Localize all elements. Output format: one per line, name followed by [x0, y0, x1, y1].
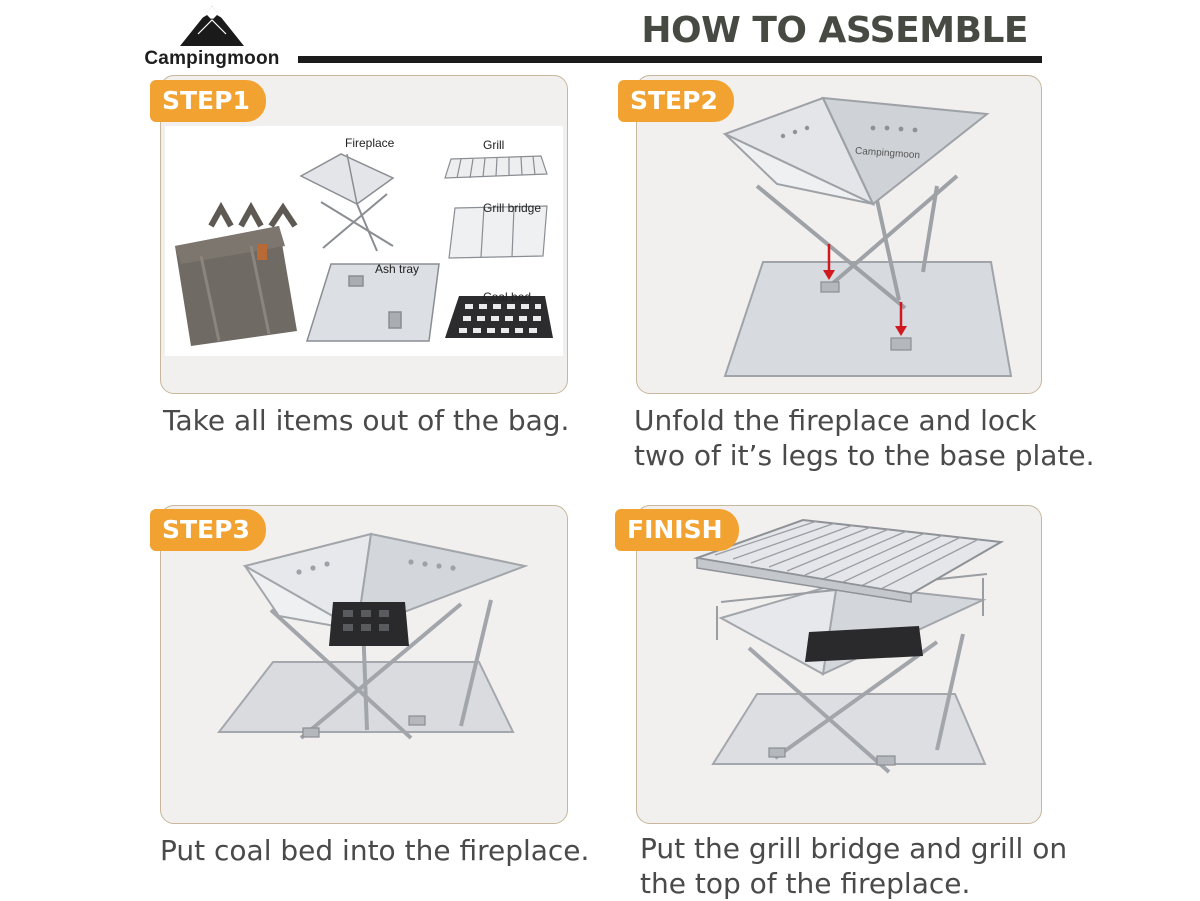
step2-illustration [722, 96, 1013, 377]
step1-illustration [165, 126, 563, 356]
label-coal-bed: Coal bed [483, 290, 532, 304]
brand-logo: Campingmoon [138, 4, 286, 70]
step3-illustration [216, 532, 529, 740]
step2-panel: Campingmoon [636, 75, 1042, 394]
finish-caption-line: Put the grill bridge and grill on [640, 832, 1068, 865]
step3-caption: Put coal bed into the fireplace. [160, 833, 589, 868]
step3-panel [160, 505, 568, 824]
label-ash-tray: Ash tray [375, 262, 420, 276]
base-plate-icon [711, 693, 987, 765]
finish-caption-line: the top of the fireplace. [640, 867, 971, 900]
finish-panel [636, 505, 1042, 824]
step2-badge: STEP2 [618, 80, 734, 122]
coal-bed-icon [329, 602, 409, 646]
folding-legs-icon [747, 633, 965, 774]
step2-caption-line: two of it’s legs to the base plate. [634, 439, 1095, 472]
coal-bed-icon [445, 296, 553, 338]
finish-caption: Put the grill bridge and grill on the to… [640, 831, 1067, 901]
step2-caption-line: Unfold the fireplace and lock [634, 404, 1037, 437]
finish-badge: FINISH [615, 509, 739, 551]
page-title: HOW TO ASSEMBLE [641, 10, 1028, 51]
grill-icon [444, 155, 548, 179]
grill-icon [693, 518, 1005, 603]
brand-name: Campingmoon [144, 48, 280, 69]
step3-caption-line: Put coal bed into the fireplace. [160, 834, 590, 867]
finish-illustration [693, 518, 1005, 774]
mountain-icon [180, 6, 244, 46]
step2-caption: Unfold the fireplace and lock two of it’… [634, 403, 1095, 473]
step1-panel: Fireplace Grill Grill bridge Ash tray Co… [160, 75, 568, 394]
coal-bed-icon [805, 626, 923, 662]
fireplace-icon [299, 153, 395, 252]
fire-bowl-icon [722, 96, 990, 207]
base-plate-icon [723, 261, 1013, 377]
folding-legs-icon [755, 174, 959, 310]
grill-bridge-icon [448, 205, 548, 259]
label-grill: Grill [483, 138, 505, 152]
label-grill-bridge: Grill bridge [483, 201, 542, 215]
step1-badge: STEP1 [150, 80, 266, 122]
label-fireplace: Fireplace [345, 136, 395, 150]
title-divider [298, 56, 1042, 63]
lock-arrow-icon [823, 244, 907, 336]
carry-bag-icon [175, 201, 298, 346]
ash-tray-icon [305, 263, 440, 342]
step3-badge: STEP3 [150, 509, 266, 551]
step1-caption-line: Take all items out of the bag. [163, 404, 570, 437]
step1-caption: Take all items out of the bag. [163, 403, 569, 438]
